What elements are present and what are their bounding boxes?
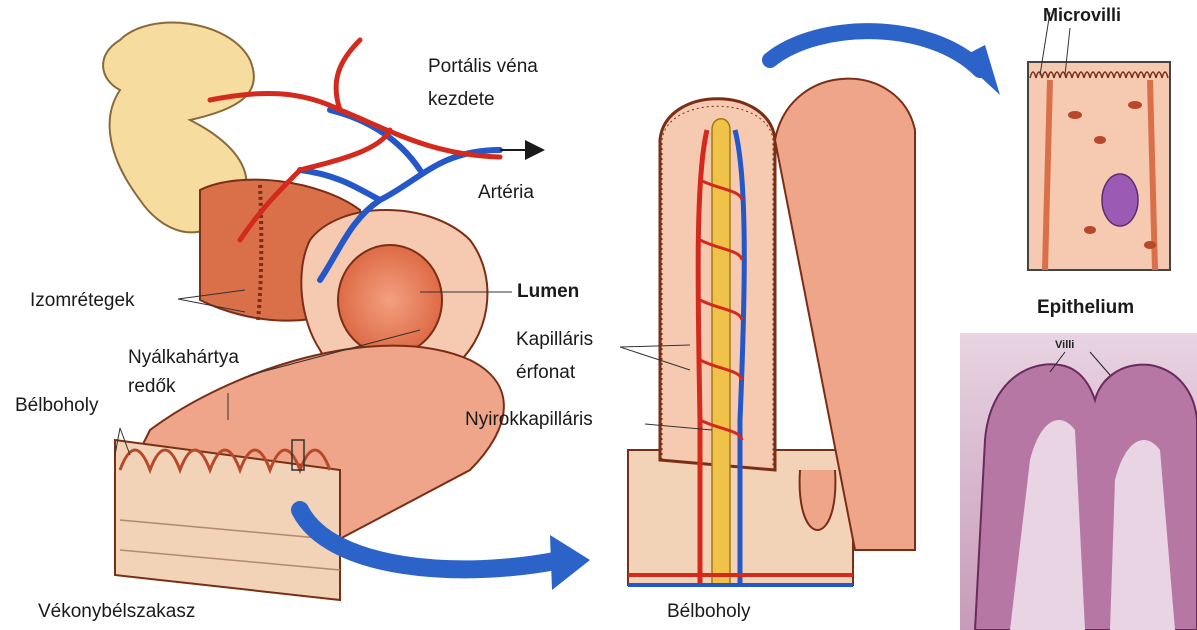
villi-label: Villi: [1055, 339, 1074, 352]
portal-vein-label-line2: kezdete: [428, 89, 495, 112]
epithelium-detail-illustration: [1028, 12, 1170, 270]
zoom-arrow-upper: [770, 31, 980, 70]
lumen-label: Lumen: [517, 281, 579, 304]
villus-label: Bélboholy: [15, 395, 98, 418]
lymph-capillary-label: Nyirokkapilláris: [465, 409, 593, 432]
portal-vein-label-line1: Portális véna: [428, 56, 538, 79]
lumen-cavity: [338, 245, 442, 355]
zoom-arrow-lower-head: [550, 535, 590, 590]
mucosa-folds-label-line2: redők: [128, 376, 176, 399]
villi-histology-photo: [960, 333, 1197, 630]
artery-label: Artéria: [478, 182, 534, 205]
microvilli-label: Microvilli: [1043, 5, 1121, 27]
villus-detail-illustration: [620, 79, 915, 585]
muscle-layers-label: Izomrétegek: [30, 290, 135, 313]
villus-caption: Bélboholy: [667, 601, 750, 624]
small-intestine-segment-caption: Vékonybélszakasz: [38, 601, 195, 624]
cell-nucleus: [1102, 174, 1138, 226]
epithelium-label: Epithelium: [1037, 297, 1134, 320]
capillary-network-label-line1: Kapilláris: [516, 329, 593, 352]
capillary-network-label-line2: érfonat: [516, 362, 575, 385]
mucosa-folds-label-line1: Nyálkahártya: [128, 347, 239, 370]
